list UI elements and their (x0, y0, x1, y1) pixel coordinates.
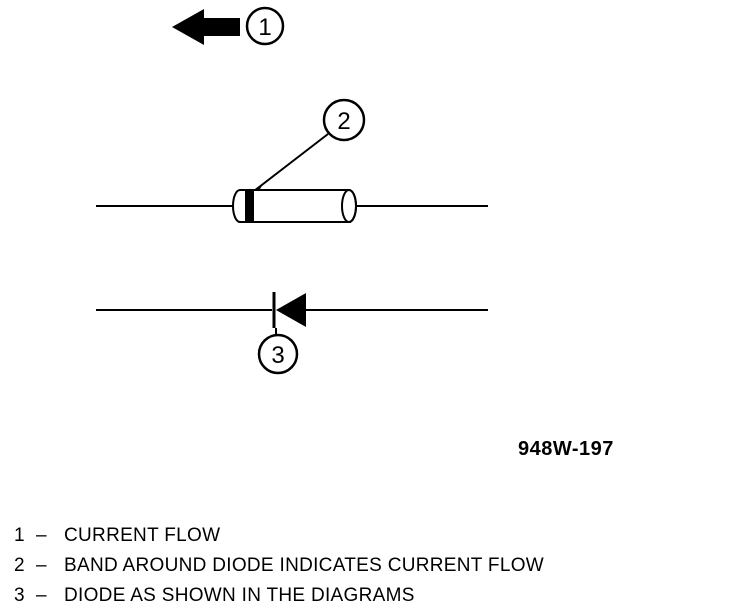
callout-3-label: 3 (271, 342, 284, 369)
figure-reference-code: 948W-197 (518, 438, 614, 460)
legend-item: 3–DIODE AS SHOWN IN THE DIAGRAMS (14, 586, 544, 616)
legend-number: 3 (14, 585, 25, 606)
callout-2: 2 (322, 98, 366, 142)
callout-2-label: 2 (337, 108, 350, 135)
diode-component (96, 189, 488, 223)
diode-symbol (96, 292, 488, 338)
legend-item: 1–CURRENT FLOW (14, 526, 544, 556)
legend-separator: – (36, 525, 47, 546)
callout-1: 1 (245, 6, 285, 46)
legend: 1–CURRENT FLOW 2–BAND AROUND DIODE INDIC… (14, 526, 544, 616)
callout-1-label: 1 (258, 14, 271, 41)
legend-item: 2–BAND AROUND DIODE INDICATES CURRENT FL… (14, 556, 544, 586)
legend-number: 1 (14, 525, 25, 546)
legend-text: CURRENT FLOW (64, 525, 221, 546)
legend-separator: – (36, 585, 47, 606)
legend-separator: – (36, 555, 47, 576)
legend-text: DIODE AS SHOWN IN THE DIAGRAMS (64, 585, 415, 606)
symbol-triangle (276, 293, 306, 327)
diode-band (245, 190, 254, 222)
current-flow-arrow (172, 9, 240, 45)
band-leader-line (248, 133, 329, 196)
callout-3: 3 (257, 333, 299, 375)
legend-text: BAND AROUND DIODE INDICATES CURRENT FLOW (64, 555, 545, 576)
legend-number: 2 (14, 555, 25, 576)
